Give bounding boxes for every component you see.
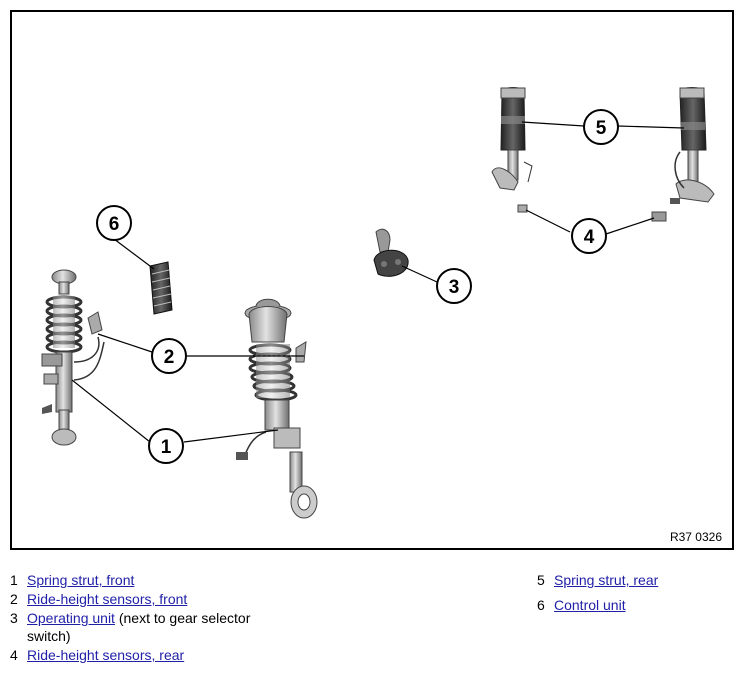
legend-number: 5: [537, 572, 545, 588]
legend-left-column: 1 Spring strut, front 2 Ride-height sens…: [10, 571, 287, 665]
callout-3: 3: [436, 268, 472, 304]
legend-item-5: 5 Spring strut, rear: [537, 571, 734, 589]
legend-item-2: 2 Ride-height sensors, front: [10, 590, 287, 608]
ride-height-sensors-rear-link[interactable]: Ride-height sensors, rear: [27, 647, 185, 663]
spring-strut-front-link[interactable]: Spring strut, front: [27, 572, 135, 588]
front-left-strut: [41, 269, 105, 446]
legend-number: 4: [10, 647, 18, 663]
legend-item-1: 1 Spring strut, front: [10, 571, 287, 589]
legend-number: 1: [10, 572, 18, 588]
legend-item-3: 3 Operating unit (next to gear selector …: [10, 609, 287, 645]
svg-text:6: 6: [109, 214, 120, 235]
front-right-strut: [236, 298, 318, 519]
leader-lines: [71, 121, 685, 443]
callout-6: 6: [96, 205, 132, 241]
illustration-drawing: 1 2 3 4 5 6: [41, 87, 715, 519]
rear-right-strut: [670, 87, 715, 204]
svg-text:2: 2: [164, 347, 175, 368]
callout-4: 4: [571, 218, 607, 254]
callout-5: 5: [583, 109, 619, 145]
control-unit-drawing: [149, 261, 173, 315]
rear-ride-height-sensors: [517, 204, 667, 222]
legend-number: 2: [10, 591, 18, 607]
component-illustration: 1 2 3 4 5 6 R37 0326: [10, 10, 734, 550]
svg-text:5: 5: [596, 118, 607, 139]
svg-text:1: 1: [161, 437, 172, 458]
callout-1: 1: [148, 428, 184, 464]
legend-note: (next to gear selector switch): [27, 610, 251, 644]
svg-text:3: 3: [449, 277, 460, 298]
legend-number: 6: [537, 597, 545, 613]
callout-2: 2: [151, 338, 187, 374]
ride-height-sensors-front-link[interactable]: Ride-height sensors, front: [27, 591, 188, 607]
figure-code: R37 0326: [669, 530, 722, 544]
spring-strut-rear-link[interactable]: Spring strut, rear: [554, 572, 659, 588]
legend-item-4: 4 Ride-height sensors, rear: [10, 646, 287, 664]
legend-right-column: 5 Spring strut, rear 6 Control unit: [537, 571, 734, 615]
rear-left-strut: [491, 87, 533, 191]
operating-unit-link[interactable]: Operating unit: [27, 610, 115, 626]
operating-unit-drawing: [373, 228, 409, 277]
control-unit-link[interactable]: Control unit: [554, 597, 626, 613]
legend-item-6: 6 Control unit: [537, 596, 734, 614]
svg-text:4: 4: [584, 227, 595, 248]
legend-number: 3: [10, 610, 18, 626]
